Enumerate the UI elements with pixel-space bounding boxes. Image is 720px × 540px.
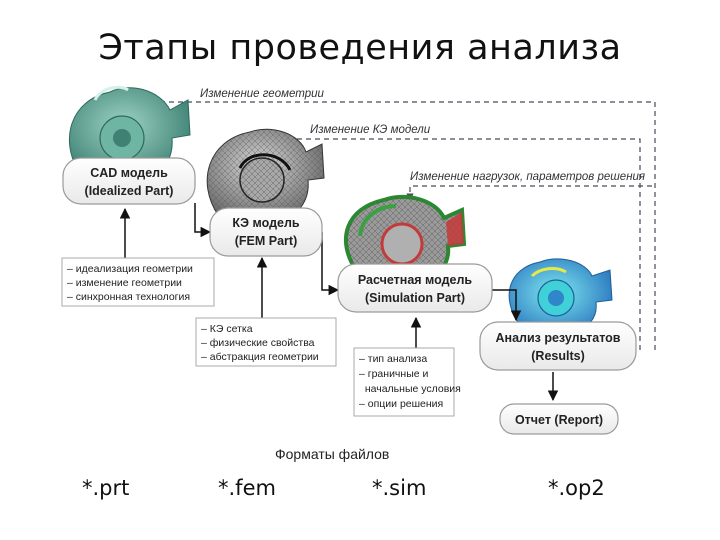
note-sim-4: – опции решения — [359, 398, 443, 410]
stage-fem-line2: (FEM Part) — [235, 234, 298, 248]
note-fem-2: – физические свойства — [201, 337, 315, 349]
file-formats-title: Форматы файлов — [275, 446, 390, 462]
extension-fem: *.fem — [218, 476, 276, 500]
flow-arrows — [119, 203, 559, 402]
simulation-model-image — [343, 194, 467, 286]
extension-op2: *.op2 — [548, 476, 605, 500]
note-sim-2: – граничные и — [359, 368, 429, 380]
note-sim-3: начальные условия — [359, 383, 461, 395]
note-cad-3: – синхронная технология — [67, 291, 190, 303]
stage-cad-line1: CAD модель — [90, 166, 168, 180]
stage-results: Анализ результатов (Results) — [479, 321, 637, 371]
stage-fem-line1: КЭ модель — [232, 216, 300, 230]
feedback-label-fe-model: Изменение КЭ модели — [310, 124, 431, 136]
stage-fem-model: КЭ модель (FEM Part) — [209, 207, 323, 257]
stage-sim-line2: (Simulation Part) — [365, 291, 465, 305]
page-title: Этапы проведения анализа — [98, 28, 622, 68]
notes-simulation: – тип анализа – граничные и начальные ус… — [353, 347, 461, 417]
stage-report-line1: Отчет (Report) — [515, 413, 603, 427]
note-sim-1: – тип анализа — [359, 353, 427, 365]
fem-model-image — [206, 128, 325, 223]
extension-prt: *.prt — [82, 476, 130, 500]
note-cad-1: – идеализация геометрии — [67, 263, 193, 275]
feedback-label-loads: Изменение нагрузок, параметров решения — [410, 171, 645, 183]
feedback-loop-loads: Изменение нагрузок, параметров решения — [406, 171, 652, 201]
stage-cad-line2: (Idealized Part) — [85, 184, 174, 198]
note-fem-3: – абстракция геометрии — [201, 351, 319, 363]
stage-simulation-model: Расчетная модель (Simulation Part) — [337, 263, 493, 313]
feedback-label-geometry: Изменение геометрии — [200, 88, 324, 100]
feedback-loop-fe-model: Изменение КЭ модели — [261, 124, 641, 350]
stage-results-line1: Анализ результатов — [496, 331, 621, 345]
notes-cad: – идеализация геометрии – изменение геом… — [61, 257, 215, 307]
stage-results-line2: (Results) — [531, 349, 584, 363]
extension-sim: *.sim — [372, 476, 427, 500]
stage-report: Отчет (Report) — [499, 403, 619, 435]
stage-sim-line1: Расчетная модель — [358, 273, 473, 287]
note-cad-2: – изменение геометрии — [67, 277, 182, 289]
note-fem-1: – КЭ сетка — [201, 323, 253, 335]
notes-fem: – КЭ сетка – физические свойства – абстр… — [195, 317, 337, 367]
stage-cad-model: CAD модель (Idealized Part) — [62, 157, 196, 205]
